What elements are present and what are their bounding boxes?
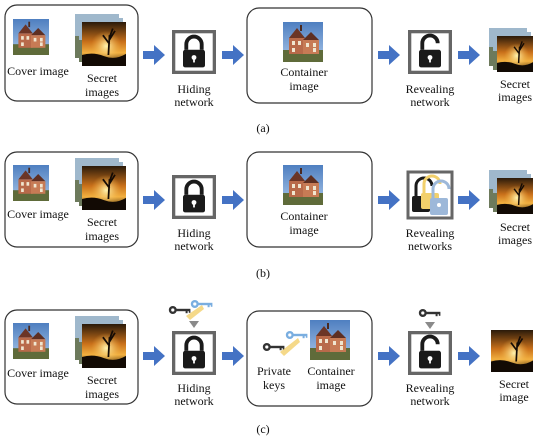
private-keys-label-2: keys xyxy=(263,378,285,392)
closed-lock-icon xyxy=(172,175,216,219)
container-image-label-2: image xyxy=(316,378,345,392)
revealing-network-label-2: networks xyxy=(408,239,452,253)
output-secret-images-stack xyxy=(489,28,534,72)
arrow-right-icon xyxy=(458,45,480,65)
secret-images-label-1: Secret xyxy=(87,71,118,85)
closed-lock-icon xyxy=(172,331,216,375)
container-image-label-1: Container xyxy=(280,65,327,79)
open-lock-icon xyxy=(408,30,452,74)
arrow-right-icon xyxy=(378,346,400,366)
output-secret-label-2: images xyxy=(498,90,532,104)
dark-key-icon xyxy=(168,306,191,314)
dark-key-icon xyxy=(418,309,441,317)
container-image xyxy=(283,22,323,62)
keys-input-icon xyxy=(168,300,213,328)
panel-c: Cover image Secret images Hiding network… xyxy=(4,300,534,436)
arrow-right-icon xyxy=(222,45,244,65)
output-secret-label-2: image xyxy=(499,390,528,404)
container-box xyxy=(246,310,373,407)
multiple-open-locks-icon xyxy=(406,170,454,220)
open-lock-icon xyxy=(408,331,452,375)
arrow-right-icon xyxy=(222,346,244,366)
secret-images-label-2: images xyxy=(85,85,119,99)
arrow-right-icon xyxy=(458,346,480,366)
container-box xyxy=(246,7,373,104)
hiding-network-label-2: network xyxy=(174,95,213,109)
output-secret-label-2: images xyxy=(498,233,532,247)
secret-images-label-1: Secret xyxy=(87,215,118,229)
private-keys-label-1: Private xyxy=(257,364,291,378)
down-arrow-icon xyxy=(189,321,199,328)
cover-image-label: Cover image xyxy=(7,366,69,380)
hiding-network-label-1: Hiding xyxy=(177,82,210,96)
cover-image-label: Cover image xyxy=(7,207,69,221)
panel-caption: (a) xyxy=(256,121,269,135)
arrow-right-icon xyxy=(378,190,400,210)
arrow-right-icon xyxy=(378,45,400,65)
hiding-network-label-2: network xyxy=(174,239,213,253)
key-input-icon xyxy=(418,309,441,329)
revealing-network-label-1: Revealing xyxy=(406,226,455,240)
revealing-network-label-2: network xyxy=(410,95,449,109)
arrow-right-icon xyxy=(143,346,165,366)
container-image-label-2: image xyxy=(289,79,318,93)
cover-image xyxy=(13,165,49,201)
container-image-label-1: Container xyxy=(280,209,327,223)
output-secret-label-1: Secret xyxy=(499,377,530,391)
container-box xyxy=(246,151,373,248)
blue-key-icon xyxy=(285,331,308,339)
secret-images-stack xyxy=(75,316,127,368)
arrow-right-icon xyxy=(143,45,165,65)
hiding-network-label-2: network xyxy=(174,394,213,408)
cover-image xyxy=(13,323,49,359)
secret-images-stack xyxy=(75,158,127,210)
output-secret-label-1: Secret xyxy=(500,77,531,91)
output-secret-image xyxy=(490,330,534,372)
secret-images-label-2: images xyxy=(85,387,119,401)
secret-images-label-1: Secret xyxy=(87,373,118,387)
dark-key-icon xyxy=(262,343,285,351)
arrow-right-icon xyxy=(458,190,480,210)
panel-a: Cover image Secret images Hiding network… xyxy=(4,4,534,135)
output-secret-label-1: Secret xyxy=(500,220,531,234)
container-image-label-1: Container xyxy=(307,364,354,378)
closed-lock-icon xyxy=(172,30,216,74)
secret-images-label-2: images xyxy=(85,229,119,243)
arrow-right-icon xyxy=(143,190,165,210)
revealing-network-label-2: network xyxy=(410,394,449,408)
hiding-network-label-1: Hiding xyxy=(177,226,210,240)
panel-caption: (c) xyxy=(256,422,269,436)
private-keys-icon xyxy=(262,331,308,356)
secret-images-stack xyxy=(75,14,127,66)
container-image xyxy=(310,320,350,360)
revealing-network-label-1: Revealing xyxy=(406,381,455,395)
cover-image-label: Cover image xyxy=(7,64,69,78)
hiding-network-label-1: Hiding xyxy=(177,381,210,395)
container-image-label-2: image xyxy=(289,223,318,237)
cover-image xyxy=(13,19,49,55)
arrow-right-icon xyxy=(222,190,244,210)
input-box xyxy=(4,151,139,248)
panel-b: Cover image Secret images Hiding network… xyxy=(4,151,534,280)
revealing-network-label-1: Revealing xyxy=(406,82,455,96)
output-secret-images-stack xyxy=(489,170,534,214)
input-box xyxy=(4,309,139,405)
container-image xyxy=(283,165,323,205)
panel-caption: (b) xyxy=(256,266,270,280)
input-box xyxy=(4,4,139,102)
down-arrow-icon xyxy=(425,322,435,329)
